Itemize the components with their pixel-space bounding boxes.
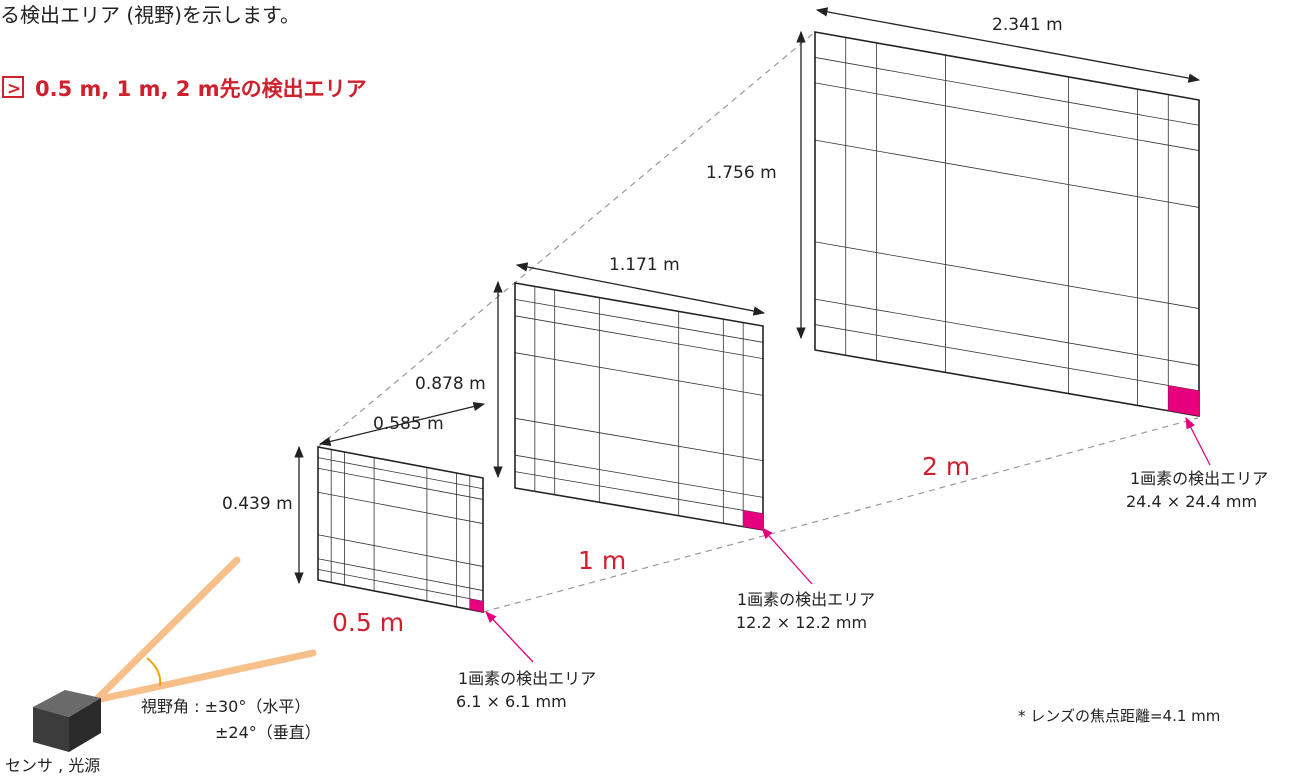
grid-panel-frame — [814, 31, 1200, 417]
grid-line-horizontal — [317, 558, 484, 591]
grid-line-horizontal — [317, 467, 484, 500]
grid-panel-0 — [317, 446, 484, 613]
pixel-callout-arrows — [485, 416, 1211, 663]
grid-line-horizontal — [317, 568, 484, 602]
pixel-size-0: 6.1 × 6.1 mm — [456, 692, 567, 711]
pixel-caption-0: 1画素の検出エリア — [458, 669, 596, 688]
width-label-0: 0.585 m — [373, 414, 444, 434]
pixel-size-1: 12.2 × 12.2 mm — [736, 613, 867, 632]
distance-label-2: 2 m — [922, 452, 970, 481]
grid-line-horizontal — [814, 298, 1200, 366]
fov-wedge — [92, 556, 317, 704]
width-arrow-0 — [318, 401, 486, 447]
grid-line-horizontal — [317, 534, 484, 567]
grid-line-horizontal — [514, 417, 764, 462]
grid-line-horizontal — [514, 471, 764, 515]
height-label-0: 0.439 m — [222, 494, 293, 514]
width-arrow-2 — [815, 7, 1201, 83]
pixel-highlight — [469, 598, 483, 612]
grid-line-horizontal — [317, 491, 484, 524]
grid-panels — [317, 31, 1200, 613]
height-label-1: 0.878 m — [415, 374, 486, 394]
intro-text: る検出エリア (視野)を示します。 — [0, 3, 300, 27]
pixel-callout-arrow-2 — [1185, 416, 1211, 466]
pixel-size-2: 24.4 × 24.4 mm — [1126, 492, 1257, 511]
footnote: * レンズの焦点距離=4.1 mm — [1018, 707, 1220, 725]
grid-line-horizontal — [514, 454, 764, 498]
grid-line-horizontal — [814, 57, 1200, 126]
width-label-1: 1.171 m — [609, 255, 680, 275]
fov-vertical-label: ±24°（垂直） — [215, 723, 321, 742]
grid-panel-frame — [317, 446, 484, 613]
projection-line-bottom — [482, 417, 1199, 613]
pixel-callout-arrow-1 — [761, 527, 813, 585]
pixel-highlight — [1168, 385, 1199, 416]
fov-line-lower — [92, 649, 317, 704]
fov-line-upper — [92, 556, 241, 704]
pixel-caption-2: 1画素の検出エリア — [1130, 469, 1268, 488]
pixel-highlight — [743, 510, 763, 530]
fov-angle-arc — [146, 657, 162, 687]
section-marker-box — [2, 76, 24, 98]
section-marker: > — [7, 79, 21, 99]
grid-panel-1 — [514, 282, 764, 531]
height-label-2: 1.756 m — [706, 163, 777, 183]
grid-line-horizontal — [514, 352, 764, 396]
width-label-2: 2.341 m — [992, 15, 1063, 35]
grid-line-horizontal — [317, 457, 484, 490]
distance-label-0: 0.5 m — [332, 608, 404, 637]
section-heading: > 0.5 m, 1 m, 2 m先の検出エリア — [2, 76, 367, 101]
width-arrow-1 — [515, 262, 766, 316]
projection-lines — [317, 31, 1199, 613]
fov-horizontal-label: 視野角 : ±30°（水平） — [141, 697, 310, 716]
sensor-label: センサ , 光源 — [5, 756, 100, 775]
sensor-icon — [33, 690, 101, 752]
grid-panel-2 — [814, 31, 1200, 417]
grid-line-horizontal — [814, 241, 1200, 309]
grid-line-horizontal — [814, 139, 1200, 208]
dimension-arrows — [294, 7, 1201, 585]
distance-label-1: 1 m — [578, 546, 626, 575]
grid-line-horizontal — [514, 315, 764, 360]
section-title: 0.5 m, 1 m, 2 m先の検出エリア — [35, 77, 367, 101]
projection-line-top — [317, 31, 816, 448]
pixel-caption-1: 1画素の検出エリア — [737, 590, 875, 609]
pixel-callout-arrow-0 — [485, 611, 534, 663]
grid-line-horizontal — [814, 82, 1200, 151]
grid-line-horizontal — [814, 324, 1200, 392]
